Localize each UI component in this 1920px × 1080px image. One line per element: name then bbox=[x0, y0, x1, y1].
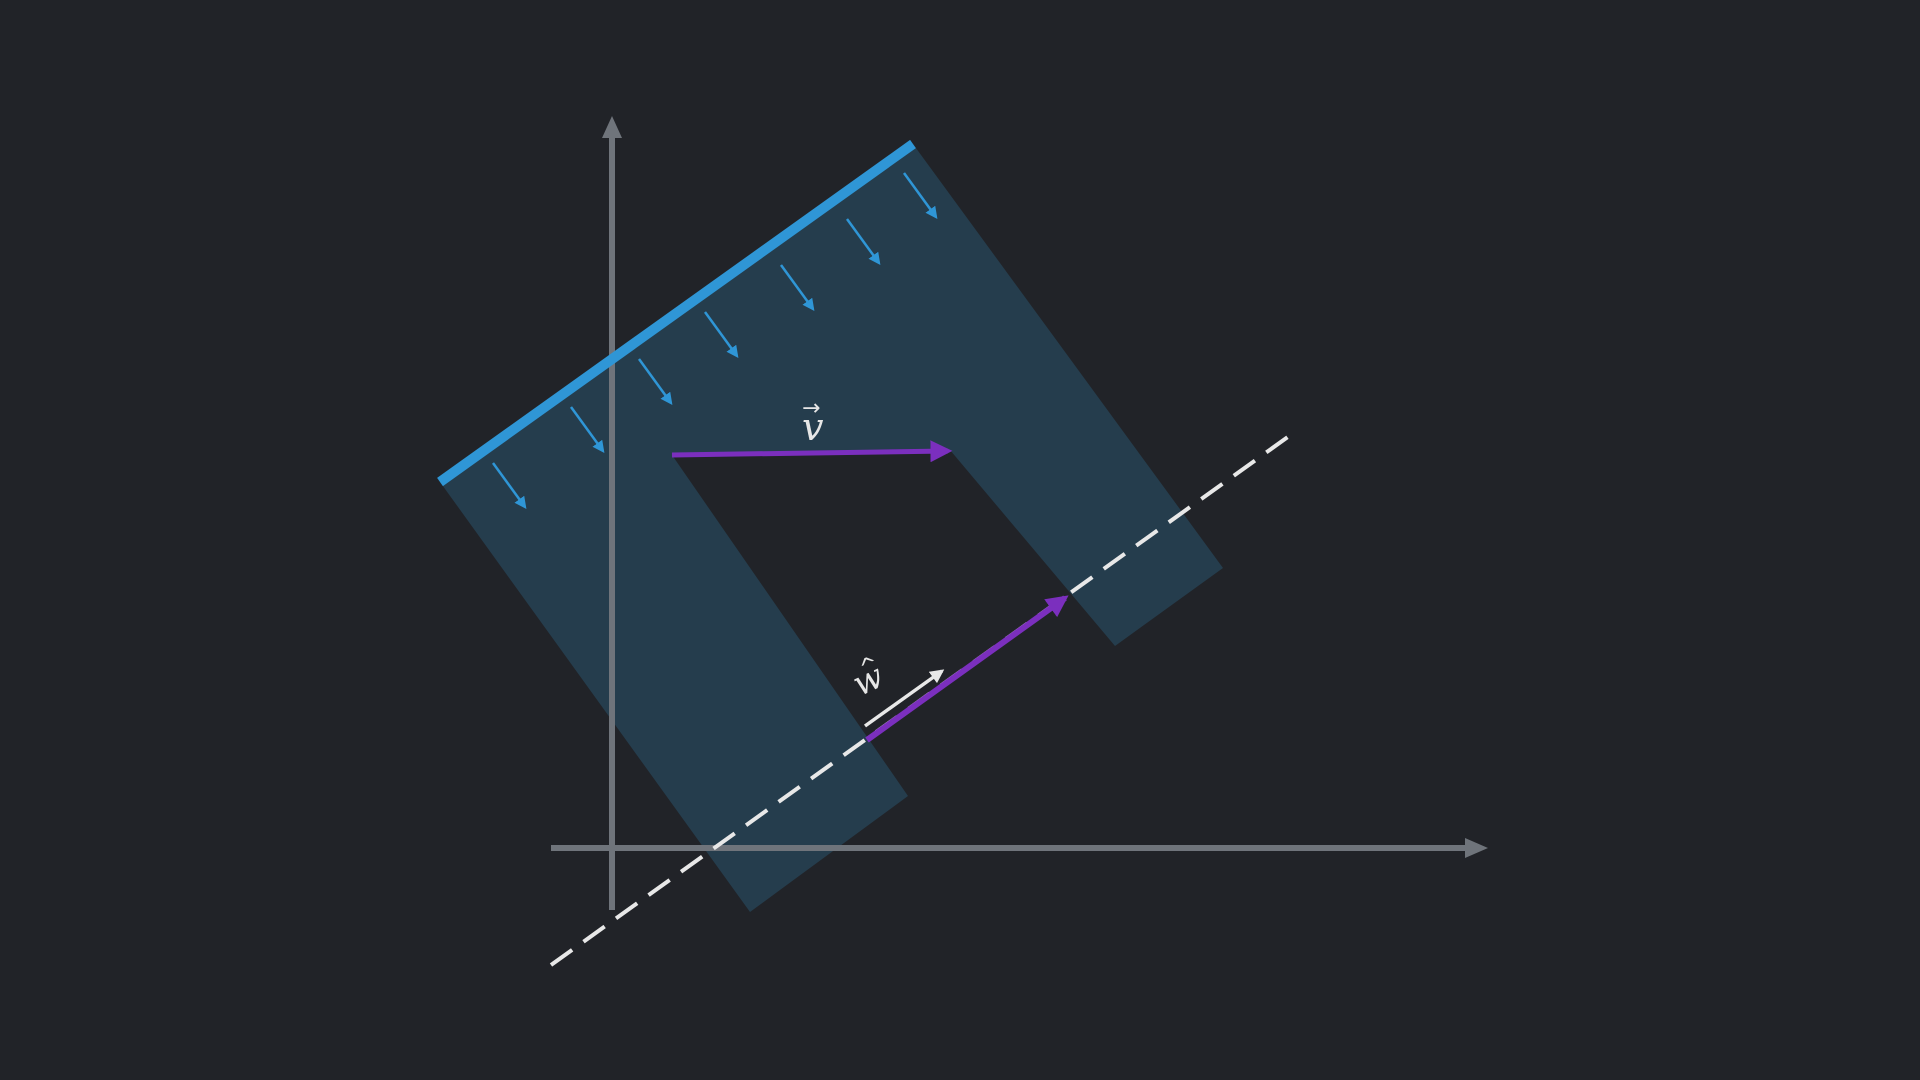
boundary-normal-arrows bbox=[491, 172, 938, 509]
normal-arrow-icon bbox=[703, 311, 739, 358]
unit-vector-w bbox=[863, 669, 945, 728]
normal-arrow-icon bbox=[637, 358, 673, 405]
half-plane-region bbox=[440, 144, 1223, 912]
y-axis-arrow-icon bbox=[602, 116, 622, 138]
vector-v bbox=[671, 440, 953, 463]
normal-arrow-icon bbox=[779, 264, 815, 311]
normal-arrow-icon bbox=[491, 462, 527, 509]
normal-arrow-icon bbox=[845, 218, 881, 265]
x-axis-arrow-icon bbox=[1465, 838, 1488, 858]
projection-vector bbox=[865, 595, 1069, 743]
normal-arrow-icon bbox=[902, 172, 938, 219]
v-label-accent: → bbox=[802, 396, 820, 421]
v-label: v bbox=[802, 405, 824, 449]
w-label: w bbox=[847, 656, 890, 705]
boundary-line bbox=[437, 139, 916, 487]
normal-arrow-icon bbox=[569, 406, 605, 453]
